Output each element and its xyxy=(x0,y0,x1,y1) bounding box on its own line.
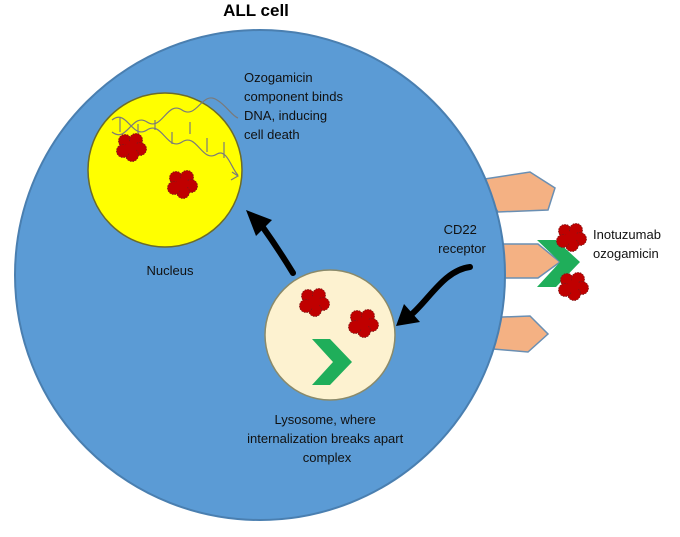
antibody-chevron-icon xyxy=(537,240,580,287)
antibody-chevron-icon xyxy=(312,339,352,385)
nucleus xyxy=(87,92,243,248)
payload-cluster-icon xyxy=(558,272,589,301)
payload-cluster-icon xyxy=(556,223,587,252)
arrow-lysosome-to-nucleus xyxy=(246,210,296,276)
arrow-receptor-to-lysosome xyxy=(396,264,473,326)
nucleus-label: Nucleus xyxy=(147,263,194,278)
inotuzumab-ozogamicin-label: Inotuzumab ozogamicin xyxy=(593,227,665,261)
dna-helix-icon xyxy=(111,97,240,181)
lysosome-label: Lysosome, where internalization breaks a… xyxy=(247,412,407,465)
cd22-receptor-label: CD22 receptor xyxy=(438,222,486,256)
ozogamicin-label: Ozogamicin component binds DNA, inducing… xyxy=(244,70,347,142)
diagram-title: ALL cell xyxy=(223,1,289,20)
lysosome xyxy=(264,269,396,401)
